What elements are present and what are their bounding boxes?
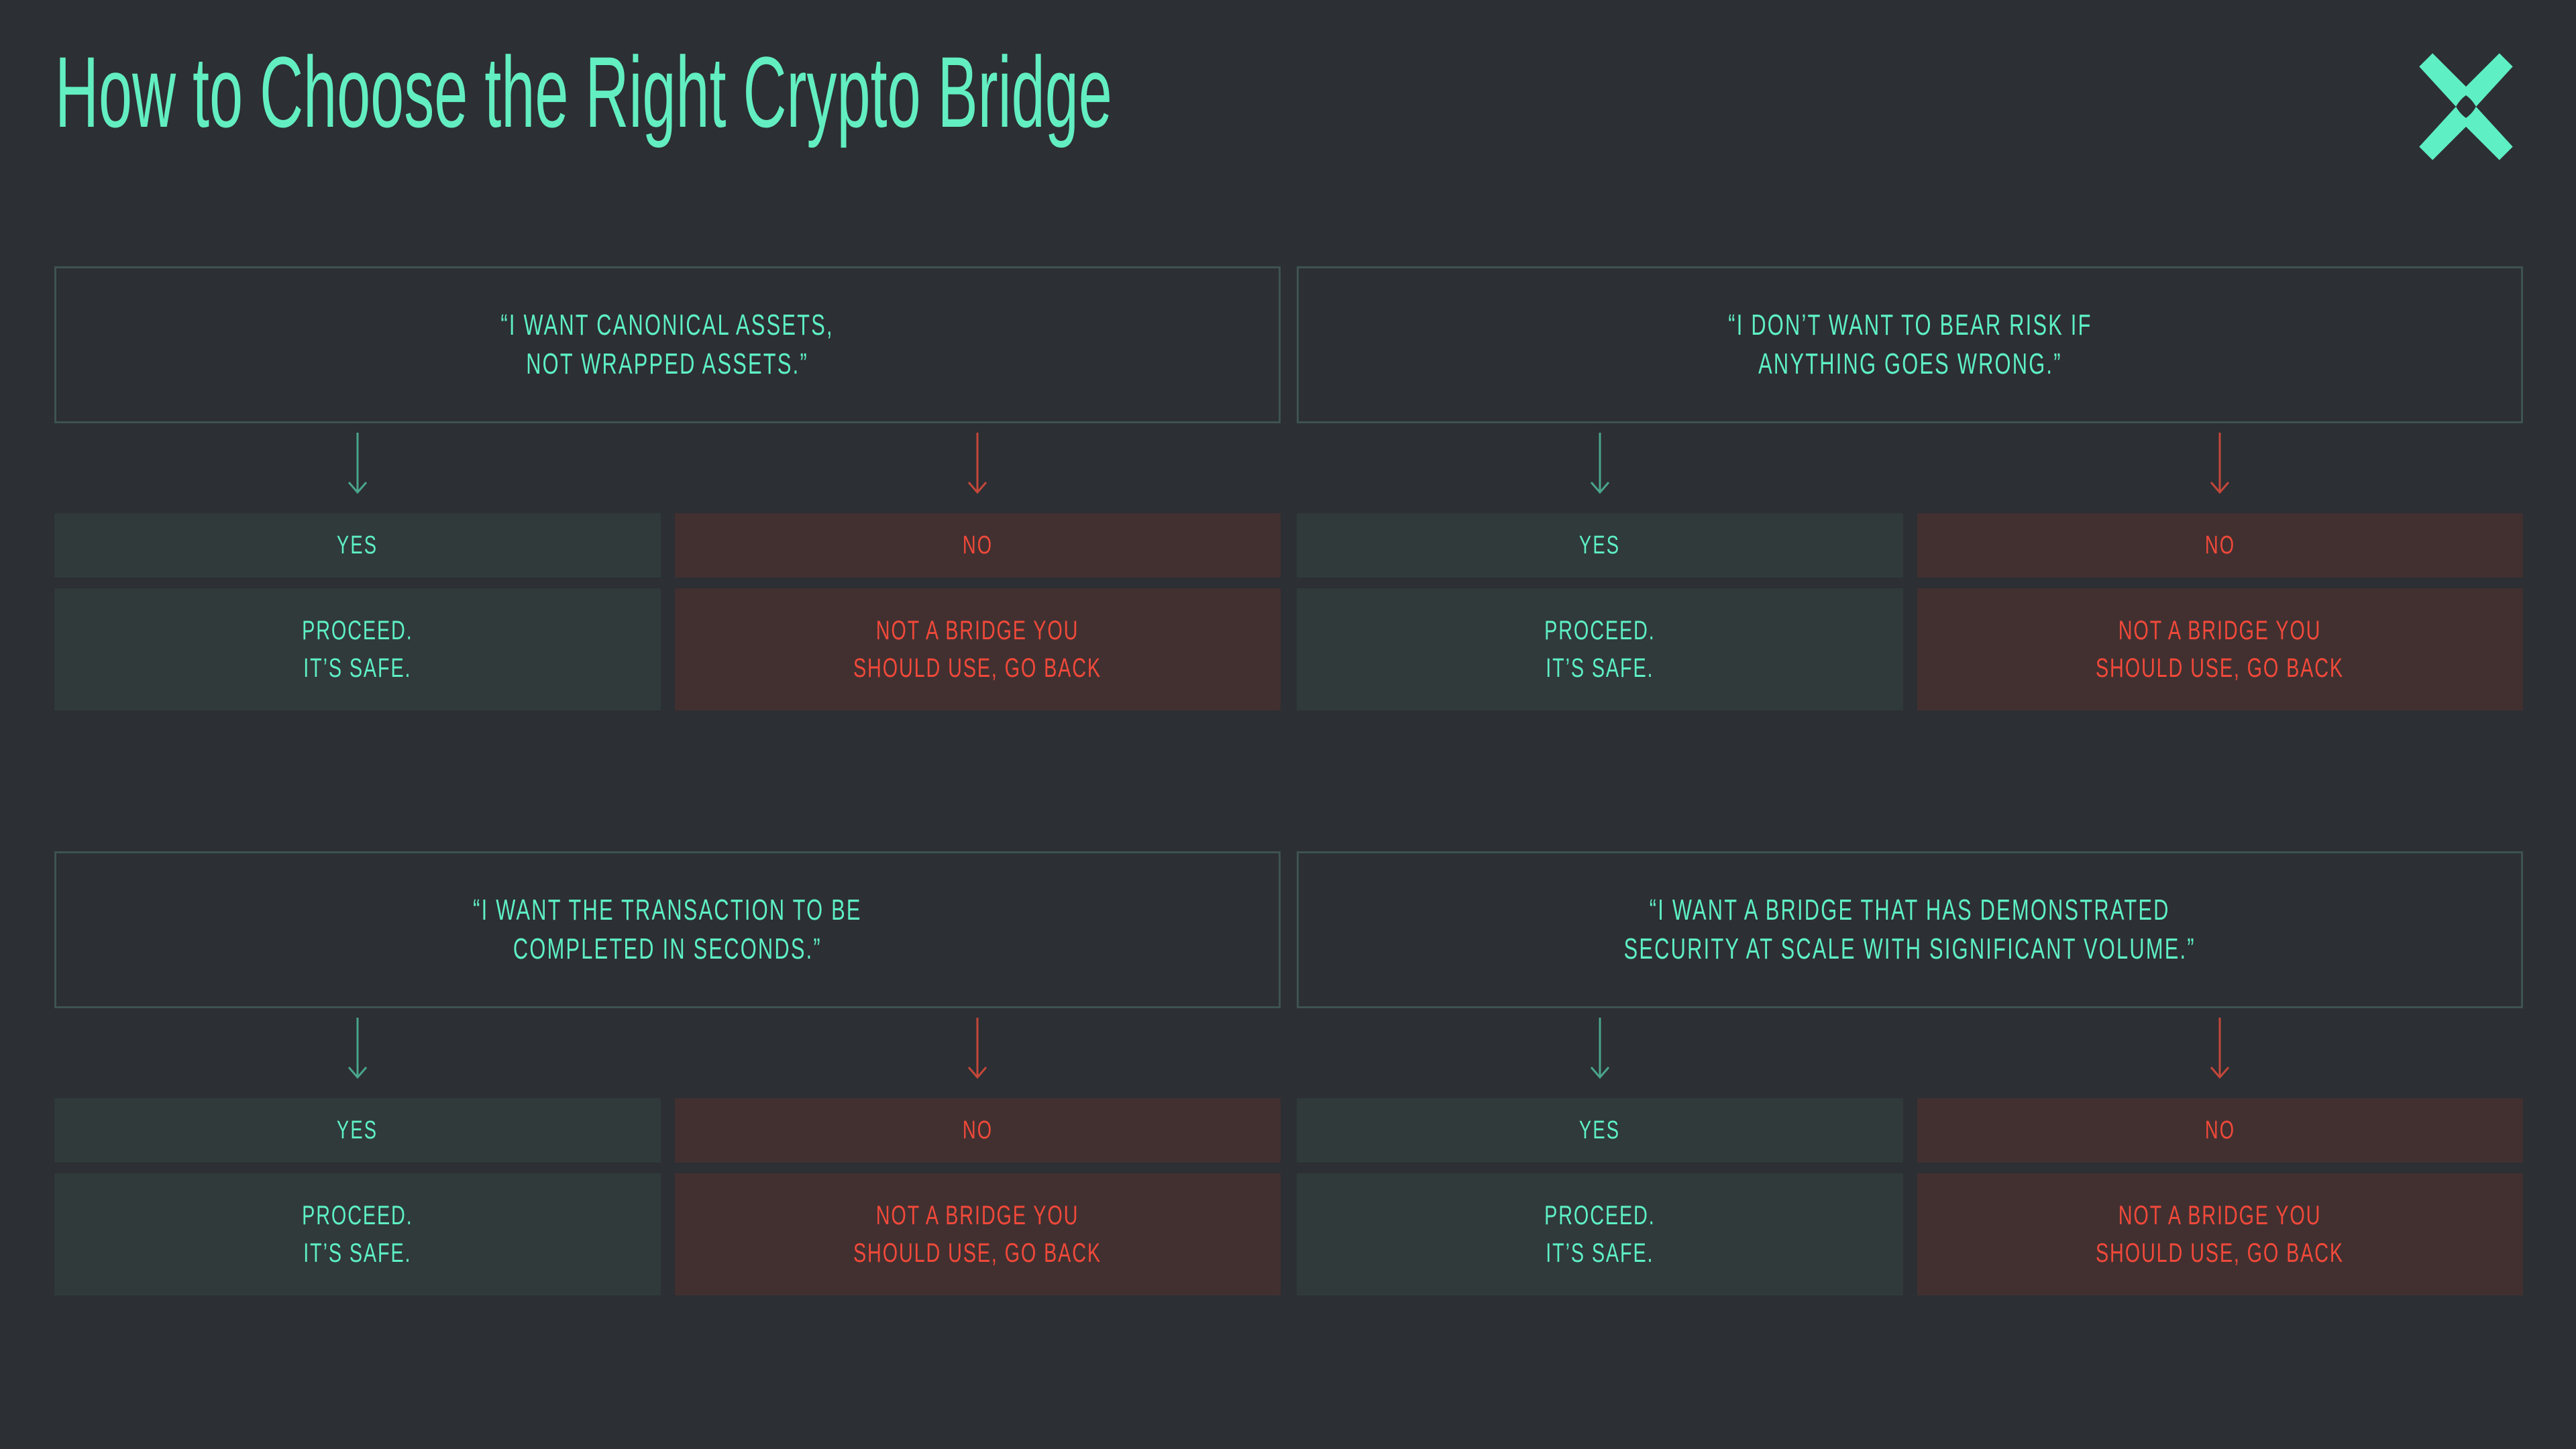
question-text: “I WANT A BRIDGE THAT HAS DEMONSTRATED S… [1623, 894, 2196, 965]
arrow-down-icon-red [2210, 433, 2230, 494]
arrow-row [1297, 1008, 2523, 1098]
across-x-logo [2419, 53, 2513, 160]
answer-path-no: NO NOT A BRIDGE YOU SHOULD USE, GO BACK [1917, 513, 2523, 710]
question-box: “I DON’T WANT TO BEAR RISK IF ANYTHING G… [1297, 266, 2523, 423]
arrow-down-icon-green [347, 1018, 367, 1079]
answer-path-yes: YES PROCEED. IT’S SAFE. [54, 1098, 661, 1295]
question-text: “I WANT CANONICAL ASSETS, NOT WRAPPED AS… [500, 309, 835, 380]
arrow-row [54, 423, 1281, 513]
answer-path-yes: YES PROCEED. IT’S SAFE. [1297, 1098, 1903, 1295]
result-text: NOT A BRIDGE YOU SHOULD USE, GO BACK [853, 616, 1102, 683]
answer-path-no: NO NOT A BRIDGE YOU SHOULD USE, GO BACK [674, 513, 1281, 710]
arrow-down-icon-green [1590, 1018, 1609, 1079]
answer-label: NO [2204, 531, 2235, 559]
arrow-row [1297, 423, 2523, 513]
answer-row: YES PROCEED. IT’S SAFE. NO NOT A BRIDGE … [1297, 1098, 2523, 1295]
arrow-down-icon-red [968, 433, 987, 494]
arrow-cell-yes [54, 1008, 661, 1098]
arrow-cell-yes [54, 423, 661, 513]
header: How to Choose the Right Crypto Bridge [0, 0, 2576, 221]
answer-path-yes: YES PROCEED. IT’S SAFE. [1297, 513, 1903, 710]
answer-label: YES [1579, 531, 1621, 559]
result-box-not-a-bridge: NOT A BRIDGE YOU SHOULD USE, GO BACK [674, 588, 1281, 710]
answer-badge-no: NO [674, 1098, 1281, 1163]
question-box: “I WANT THE TRANSACTION TO BE COMPLETED … [54, 851, 1281, 1008]
result-text: NOT A BRIDGE YOU SHOULD USE, GO BACK [2096, 616, 2345, 683]
arrow-down-icon-red [968, 1018, 987, 1079]
answer-path-no: NO NOT A BRIDGE YOU SHOULD USE, GO BACK [1917, 1098, 2523, 1295]
arrow-down-icon-green [1590, 433, 1609, 494]
result-box-proceed: PROCEED. IT’S SAFE. [1297, 588, 1903, 710]
arrow-cell-no [1917, 423, 2524, 513]
answer-badge-no: NO [1917, 513, 2523, 578]
result-box-proceed: PROCEED. IT’S SAFE. [54, 588, 661, 710]
flow-row-2: “I WANT THE TRANSACTION TO BE COMPLETED … [54, 851, 2523, 1295]
answer-badge-yes: YES [54, 1098, 661, 1163]
answer-badge-yes: YES [54, 513, 661, 578]
answer-badge-yes: YES [1297, 1098, 1903, 1163]
answer-row: YES PROCEED. IT’S SAFE. NO NOT A BRIDGE … [54, 1098, 1281, 1295]
arrow-cell-yes [1297, 423, 1903, 513]
branch-security-at-scale: “I WANT A BRIDGE THAT HAS DEMONSTRATED S… [1297, 851, 2523, 1295]
result-box-proceed: PROCEED. IT’S SAFE. [54, 1173, 661, 1295]
branch-bear-risk: “I DON’T WANT TO BEAR RISK IF ANYTHING G… [1297, 266, 2523, 710]
answer-label: NO [962, 531, 993, 559]
arrow-down-icon-green [347, 433, 367, 494]
arrow-cell-no [675, 1008, 1281, 1098]
question-box: “I WANT A BRIDGE THAT HAS DEMONSTRATED S… [1297, 851, 2523, 1008]
result-text: PROCEED. IT’S SAFE. [302, 1201, 413, 1268]
answer-badge-no: NO [1917, 1098, 2523, 1163]
result-box-proceed: PROCEED. IT’S SAFE. [1297, 1173, 1903, 1295]
answer-label: YES [337, 1116, 378, 1144]
result-box-not-a-bridge: NOT A BRIDGE YOU SHOULD USE, GO BACK [1917, 1173, 2523, 1295]
answer-label: YES [337, 531, 378, 559]
page-title: How to Choose the Right Crypto Bridge [55, 36, 1112, 148]
answer-badge-yes: YES [1297, 513, 1903, 578]
arrow-cell-no [1917, 1008, 2524, 1098]
result-text: PROCEED. IT’S SAFE. [1544, 616, 1656, 683]
arrow-cell-no [675, 423, 1281, 513]
question-text: “I WANT THE TRANSACTION TO BE COMPLETED … [473, 894, 862, 965]
question-text: “I DON’T WANT TO BEAR RISK IF ANYTHING G… [1727, 309, 2092, 380]
branch-seconds: “I WANT THE TRANSACTION TO BE COMPLETED … [54, 851, 1281, 1295]
answer-row: YES PROCEED. IT’S SAFE. NO NOT A BRIDGE … [54, 513, 1281, 710]
question-box: “I WANT CANONICAL ASSETS, NOT WRAPPED AS… [54, 266, 1281, 423]
answer-badge-no: NO [674, 513, 1281, 578]
result-text: PROCEED. IT’S SAFE. [302, 616, 413, 683]
answer-path-no: NO NOT A BRIDGE YOU SHOULD USE, GO BACK [674, 1098, 1281, 1295]
arrow-down-icon-red [2210, 1018, 2230, 1079]
result-box-not-a-bridge: NOT A BRIDGE YOU SHOULD USE, GO BACK [674, 1173, 1281, 1295]
result-box-not-a-bridge: NOT A BRIDGE YOU SHOULD USE, GO BACK [1917, 588, 2523, 710]
result-text: PROCEED. IT’S SAFE. [1544, 1201, 1656, 1268]
arrow-cell-yes [1297, 1008, 1903, 1098]
answer-label: NO [2204, 1116, 2235, 1144]
flow-row-1: “I WANT CANONICAL ASSETS, NOT WRAPPED AS… [54, 266, 2523, 710]
answer-row: YES PROCEED. IT’S SAFE. NO NOT A BRIDGE … [1297, 513, 2523, 710]
arrow-row [54, 1008, 1281, 1098]
result-text: NOT A BRIDGE YOU SHOULD USE, GO BACK [2096, 1201, 2345, 1268]
result-text: NOT A BRIDGE YOU SHOULD USE, GO BACK [853, 1201, 1102, 1268]
branch-canonical-assets: “I WANT CANONICAL ASSETS, NOT WRAPPED AS… [54, 266, 1281, 710]
answer-label: NO [962, 1116, 993, 1144]
answer-label: YES [1579, 1116, 1621, 1144]
answer-path-yes: YES PROCEED. IT’S SAFE. [54, 513, 661, 710]
